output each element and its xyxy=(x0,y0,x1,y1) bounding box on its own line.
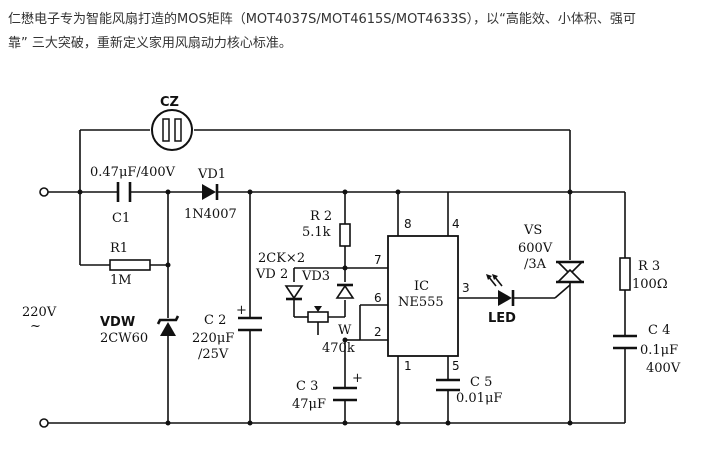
c2-value-1: 220μF xyxy=(192,331,234,346)
vdw-label: VDW xyxy=(100,315,135,330)
potentiometer-w xyxy=(307,306,329,323)
capacitor-c2 xyxy=(238,316,262,332)
diode-vd1 xyxy=(202,184,219,200)
c2-value-2: /25V xyxy=(198,347,229,362)
intro-text: 仁懋电子专为智能风扇打造的MOS矩阵（MOT4037S/MOT4615S/MOT… xyxy=(8,8,708,56)
w-value: 470k xyxy=(322,341,355,356)
pin-1: 1 xyxy=(404,359,412,373)
r3-value: 100Ω xyxy=(632,277,668,292)
pin-5: 5 xyxy=(452,359,460,373)
c2-plus: + xyxy=(236,303,247,318)
resistor-r1 xyxy=(109,259,151,271)
c4-label: C 4 xyxy=(648,323,670,338)
r3-label: R 3 xyxy=(638,259,660,274)
r2-value: 5.1k xyxy=(302,225,331,240)
capacitor-c5 xyxy=(436,378,460,392)
r2-label: R 2 xyxy=(310,209,332,224)
c1-label: C1 xyxy=(112,211,130,226)
vs-value-2: /3A xyxy=(524,257,547,272)
diodes-type: 2CK×2 xyxy=(258,251,305,266)
triac-vs xyxy=(556,260,584,284)
ic-label: IC xyxy=(414,279,429,294)
c5-value: 0.01μF xyxy=(456,391,502,406)
capacitor-c4 xyxy=(613,334,637,350)
diode-vd2 xyxy=(284,285,304,301)
vac-symbol: ~ xyxy=(30,319,41,334)
vd2-label: VD 2 xyxy=(255,267,288,282)
pin-7: 7 xyxy=(374,253,382,267)
pin-3: 3 xyxy=(462,281,470,295)
terminal-bottom xyxy=(39,418,49,428)
vd3-label: VD3 xyxy=(301,269,330,284)
pin-8: 8 xyxy=(404,217,412,231)
led xyxy=(486,274,515,306)
socket-cz xyxy=(151,109,193,151)
resistor-r3 xyxy=(619,257,631,291)
resistor-r2 xyxy=(339,223,351,247)
vs-label: VS xyxy=(523,223,542,238)
pin-2: 2 xyxy=(374,325,382,339)
zener-vdw xyxy=(156,315,180,336)
vs-value-1: 600V xyxy=(518,241,553,256)
wires xyxy=(48,129,626,424)
intro-line-1: 仁懋电子专为智能风扇打造的MOS矩阵（MOT4037S/MOT4615S/MOT… xyxy=(8,12,636,27)
c3-value: 47μF xyxy=(292,397,326,412)
vac-label: 220V xyxy=(22,305,57,320)
c1-value: 0.47μF/400V xyxy=(90,165,176,180)
pin-4: 4 xyxy=(452,217,460,231)
capacitor-c3 xyxy=(333,386,357,402)
c4-value-1: 0.1μF xyxy=(640,343,678,358)
c4-value-2: 400V xyxy=(646,361,681,376)
vd1-type: 1N4007 xyxy=(184,207,237,222)
c5-label: C 5 xyxy=(470,375,492,390)
vd1-label: VD1 xyxy=(197,167,226,182)
w-label: W xyxy=(338,323,352,338)
terminal-top xyxy=(39,187,49,197)
capacitor-c1 xyxy=(116,182,132,202)
led-label: LED xyxy=(488,311,516,326)
diode-vd3 xyxy=(335,283,355,299)
c3-plus: + xyxy=(352,371,363,386)
junction-dots xyxy=(77,189,573,426)
r1-label: R1 xyxy=(110,241,128,256)
ic-ne555 xyxy=(387,235,459,357)
r1-value: 1M xyxy=(110,273,132,288)
ic-type: NE555 xyxy=(398,295,444,310)
pin-6: 6 xyxy=(374,291,382,305)
cz-label: CZ xyxy=(160,95,179,110)
intro-line-2: 靠” 三大突破，重新定义家用风扇动力核心标准。 xyxy=(8,36,292,51)
c2-label: C 2 xyxy=(204,313,226,328)
vdw-type: 2CW60 xyxy=(100,331,148,346)
c3-label: C 3 xyxy=(296,379,318,394)
